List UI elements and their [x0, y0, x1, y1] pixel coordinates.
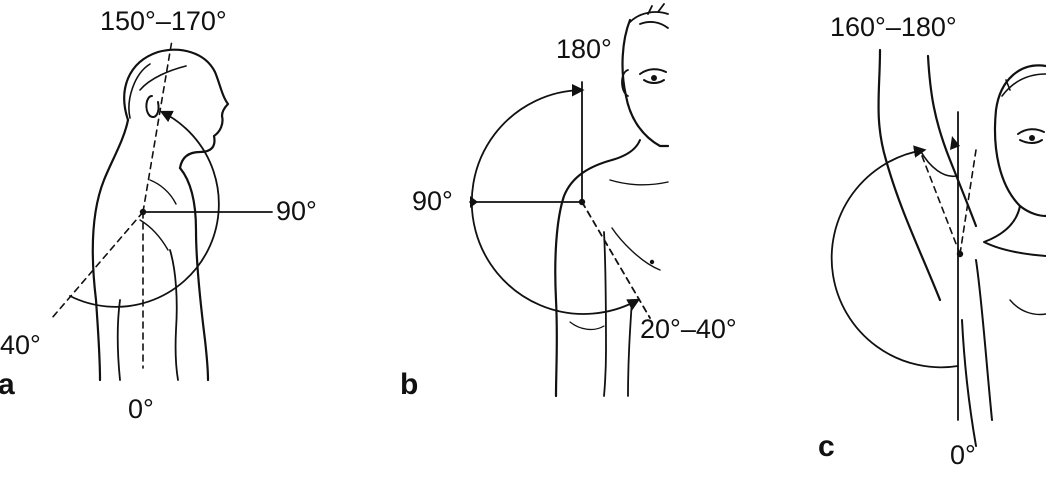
panel-c-drawing — [830, 48, 1046, 447]
panel-b-pivot — [578, 198, 586, 206]
panel-c-head — [993, 64, 1046, 218]
panel-a-extension-dashed — [51, 211, 144, 319]
panel-a-ear — [145, 95, 160, 118]
panel-c-pivot — [956, 250, 964, 258]
panel-b-dashed-line — [581, 201, 651, 319]
panel-b-torso-right — [627, 299, 633, 397]
panel-b-motion-arc — [470, 83, 641, 315]
panel-b-eye — [639, 68, 667, 84]
panel-a-arm-line — [116, 249, 179, 381]
panel-a-label-90: 90° — [276, 196, 317, 226]
panel-b-label-90: 90° — [412, 186, 453, 216]
panel-c-torso-right — [975, 259, 993, 421]
panel-b-label-20-40: 20°–40° — [640, 314, 737, 344]
panel-b-chest — [609, 179, 669, 271]
panel-b-nipple — [649, 259, 655, 265]
panel-b-elbow-crease — [569, 321, 605, 331]
panel-b-shoulder — [554, 158, 614, 398]
panel-a-scapula — [139, 179, 177, 251]
panel-b-label-180: 180° — [556, 34, 612, 64]
panel-c-dashed-right — [959, 149, 977, 255]
panel-c-arm-inner — [926, 54, 978, 228]
panel-a-head — [123, 48, 230, 170]
panel-a-motion-arc — [69, 110, 220, 308]
panel-a-flexion-dashed — [142, 39, 173, 213]
panel-b-letter: b — [400, 368, 419, 401]
panel-a-back-outline — [91, 118, 130, 382]
panel-c-arrow-top — [950, 136, 960, 150]
panel-b-neck — [611, 139, 641, 161]
panel-c-dashed-left — [921, 155, 961, 255]
panel-b-torso-inner — [603, 231, 607, 397]
panel-c-letter: c — [818, 430, 835, 463]
panel-c-torso-left — [961, 319, 977, 447]
panel-c-eye — [1017, 128, 1045, 144]
panel-a-pivot — [139, 208, 147, 216]
panel-b-pupil — [651, 75, 657, 81]
panel-b-hair — [629, 3, 669, 29]
panel-b-ear — [621, 69, 629, 97]
panel-a-label-40: 40° — [0, 330, 41, 360]
panel-c-arm-outer — [877, 48, 942, 302]
panel-b-head — [621, 18, 670, 148]
panel-c-label-0: 0° — [950, 440, 976, 470]
panel-c-motion-arc — [830, 145, 959, 369]
panel-a-front-outline — [178, 166, 210, 382]
panel-a-label-0: 0° — [128, 394, 154, 424]
panel-a-drawing — [51, 39, 273, 382]
panel-b-arrow-at-90 — [470, 196, 478, 208]
panel-c-label-160-180: 160°–180° — [830, 12, 957, 42]
panel-c-chest-detail — [1009, 299, 1046, 316]
panel-a-letter: a — [0, 368, 15, 401]
panel-a-hair — [128, 63, 187, 119]
panel-b-drawing — [469, 3, 670, 398]
panel-c-hair — [1001, 73, 1046, 97]
panel-c-pupil — [1029, 135, 1035, 141]
panel-a-label-150-170: 150°–170° — [100, 6, 227, 36]
panel-c-neck-shoulder — [983, 205, 1046, 257]
